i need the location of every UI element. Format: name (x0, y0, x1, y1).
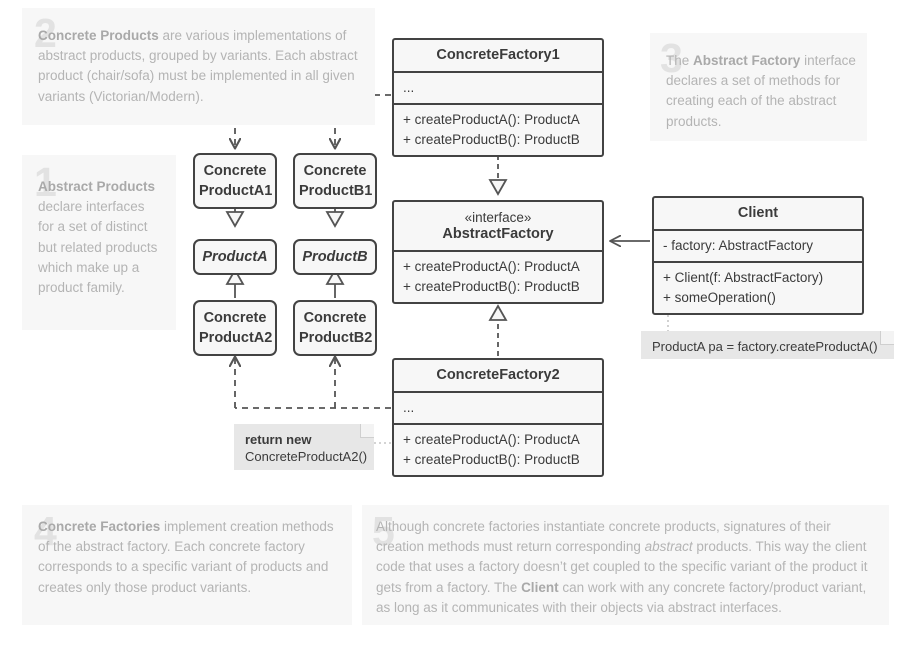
class-name-abstract-factory: AbstractFactory (442, 226, 554, 242)
class-name-line1: Concrete (203, 310, 267, 326)
generalization-b2-to-productb (325, 268, 345, 298)
note-factory2-rest: ConcreteProductA2() (245, 449, 368, 464)
class-title-concrete-factory-2: ConcreteFactory2 (436, 367, 560, 383)
caption-part3-5: can work with any concrete factory/produ… (376, 579, 867, 615)
caption-panel-3: 3 The Abstract Factory interface declare… (650, 33, 867, 141)
caption-rest-3: interface declares a set of methods for … (666, 53, 856, 129)
caption-part2-5: products. This way the client code that … (376, 539, 868, 595)
operation-row: + createProductB(): ProductB (403, 132, 580, 147)
operation-row: + createProductA(): ProductA (403, 432, 580, 447)
class-operations-concrete-factory-1: + createProductA(): ProductA + createPro… (394, 103, 602, 155)
class-box-product-b[interactable]: ProductB (293, 239, 377, 275)
class-operations-client: + Client(f: AbstractFactory) + someOpera… (654, 261, 862, 313)
note-client-text: ProductA pa = factory.createProductA() (652, 339, 878, 354)
attribute-row: - factory: AbstractFactory (663, 238, 814, 253)
caption-text-1: Abstract Products declare interfaces for… (38, 177, 163, 298)
class-box-client[interactable]: Client - factory: AbstractFactory + Clie… (652, 196, 864, 315)
class-attributes-concrete-factory-1: ... (394, 71, 602, 103)
note-fold-icon (880, 331, 894, 345)
class-title-client: Client (737, 205, 779, 221)
caption-bold-3: Abstract Factory (693, 53, 801, 68)
operation-row: + createProductB(): ProductB (403, 452, 580, 467)
attribute-row: ... (403, 400, 415, 415)
caption-italic-5: abstract (644, 539, 693, 555)
caption-bold-1: Abstract Products (38, 179, 156, 194)
class-box-concrete-product-b2[interactable]: Concrete ProductB2 (293, 300, 377, 356)
class-attributes-client: - factory: AbstractFactory (654, 229, 862, 261)
caption-text-3: The Abstract Factory interface declares … (666, 51, 858, 132)
class-title-product-a: ProductA (202, 249, 268, 265)
class-name-line2: ProductB2 (299, 330, 373, 346)
class-box-abstract-factory[interactable]: «interface» AbstractFactory + createProd… (392, 200, 604, 304)
class-operations-concrete-factory-2: + createProductA(): ProductA + createPro… (394, 423, 602, 475)
caption-number-4: 4 (34, 508, 57, 554)
operation-row: + createProductB(): ProductB (403, 279, 580, 294)
class-title-concrete-product-b1: Concrete ProductB1 (295, 155, 375, 207)
attribute-row: ... (403, 80, 415, 95)
operation-row: + someOperation() (663, 290, 776, 305)
class-title-product-b: ProductB (302, 249, 368, 265)
caption-part1-5: Although concrete factories instantiate … (376, 519, 831, 555)
class-name-line2: ProductB1 (299, 183, 373, 199)
caption-rest-1: declare interfaces for a set of distinct… (38, 199, 158, 296)
caption-text-2: Concrete Products are various implementa… (38, 26, 363, 107)
class-title-abstract-factory: «interface» AbstractFactory (394, 202, 602, 250)
caption-panel-5: 5 Although concrete factories instantiat… (362, 505, 889, 625)
note-factory2-code: return new ConcreteProductA2() (234, 424, 374, 470)
operation-row: + Client(f: AbstractFactory) (663, 270, 824, 285)
class-name-line2: ProductA2 (199, 330, 273, 346)
class-title-concrete-factory-1: ConcreteFactory1 (436, 47, 560, 63)
note-client-code: ProductA pa = factory.createProductA() (641, 331, 894, 359)
operation-row: + createProductA(): ProductA (403, 259, 580, 274)
class-name-line1: Concrete (303, 163, 367, 179)
caption-bold-4: Concrete Factories (38, 519, 161, 534)
class-title-concrete-product-b2: Concrete ProductB2 (295, 302, 375, 354)
class-box-concrete-factory-1[interactable]: ConcreteFactory1 ... + createProductA():… (392, 38, 604, 157)
caption-text-4: Concrete Factories implement creation me… (38, 517, 338, 598)
caption-panel-2: 2 Concrete Products are various implemen… (22, 8, 375, 125)
class-box-concrete-product-a2[interactable]: Concrete ProductA2 (193, 300, 277, 356)
class-box-concrete-product-a1[interactable]: Concrete ProductA1 (193, 153, 277, 209)
class-box-product-a[interactable]: ProductA (193, 239, 277, 275)
dependency-cf2-to-concrete-products (235, 357, 391, 409)
caption-rest-4: implement creation methods of the abstra… (38, 519, 334, 595)
caption-panel-1: 1 Abstract Products declare interfaces f… (22, 155, 176, 330)
class-attributes-concrete-factory-2: ... (394, 391, 602, 423)
class-box-concrete-factory-2[interactable]: ConcreteFactory2 ... + createProductA():… (392, 358, 604, 477)
realization-cf1-to-abstractfactory (488, 146, 508, 196)
operation-row: + createProductA(): ProductA (403, 112, 580, 127)
class-title-concrete-product-a1: Concrete ProductA1 (195, 155, 275, 207)
caption-number-3: 3 (660, 35, 683, 81)
note-fold-icon (360, 424, 374, 438)
caption-rest-2: are various implementations of abstract … (38, 28, 358, 104)
class-operations-abstract-factory: + createProductA(): ProductA + createPro… (394, 250, 602, 302)
realization-cf2-to-abstractfactory (488, 304, 508, 356)
class-name-line1: Concrete (303, 310, 367, 326)
class-title-concrete-product-a2: Concrete ProductA2 (195, 302, 275, 354)
caption-number-2: 2 (34, 10, 57, 56)
caption-number-1: 1 (34, 159, 57, 205)
stereotype-interface: «interface» (464, 210, 532, 225)
generalization-a2-to-producta (225, 268, 245, 298)
caption-prefix-3: The (666, 53, 694, 68)
note-factory2-bold: return new (245, 432, 312, 447)
class-name-line1: Concrete (203, 163, 267, 179)
caption-panel-4: 4 Concrete Factories implement creation … (22, 505, 352, 625)
caption-number-5: 5 (372, 508, 395, 554)
class-name-line2: ProductA1 (199, 183, 273, 199)
caption-bold-2: Concrete Products (38, 28, 159, 43)
caption-bold-5: Client (521, 579, 559, 595)
class-box-concrete-product-b1[interactable]: Concrete ProductB1 (293, 153, 377, 209)
caption-text-5: Although concrete factories instantiate … (376, 517, 879, 618)
